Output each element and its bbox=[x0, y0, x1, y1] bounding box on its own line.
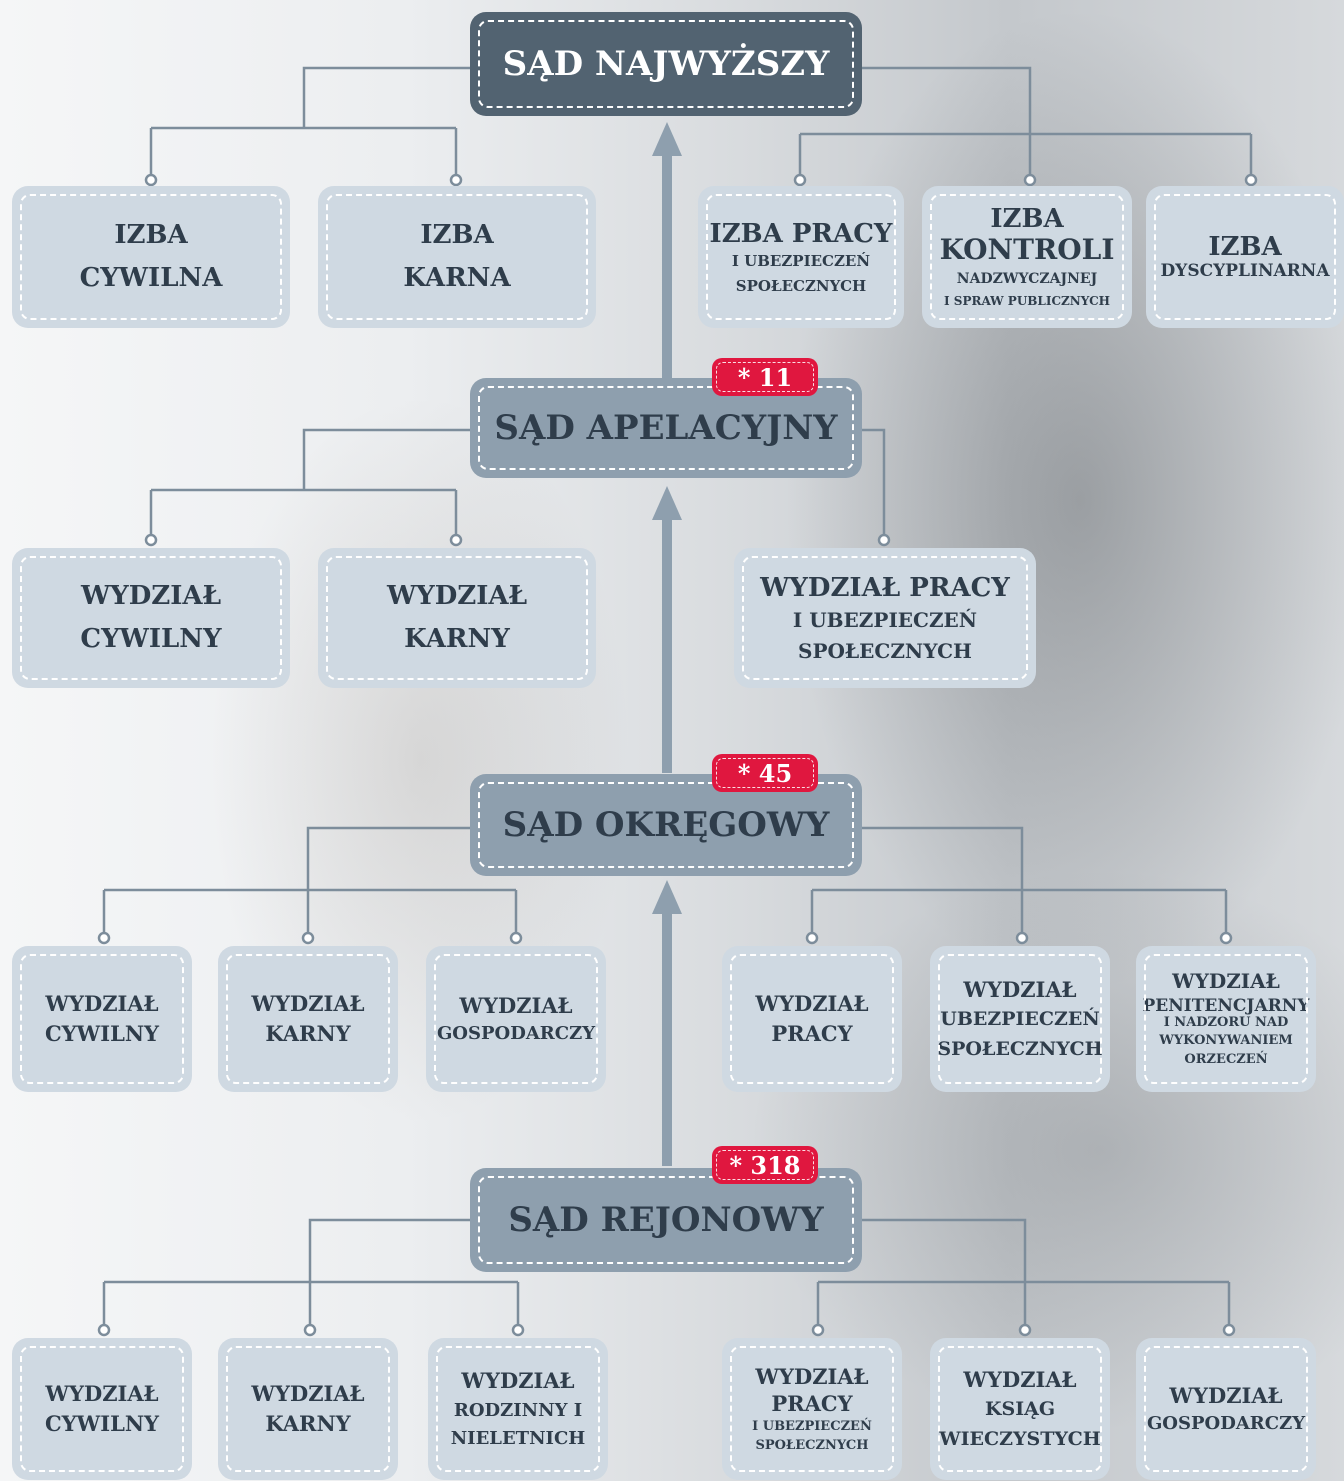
supreme-chamber-control: IZBA KONTROLI NADZWYCZAJNEJ I SPRAW PUBL… bbox=[922, 186, 1132, 328]
supreme-chamber-disciplinary: IZBA DYSCYPLINARNA bbox=[1146, 186, 1344, 328]
appeal-dept-labour: WYDZIAŁ PRACY I UBEZPIECZEŃ SPOŁECZNYCH bbox=[734, 548, 1036, 688]
district-dept-labour: WYDZIAŁ PRACY bbox=[722, 946, 902, 1092]
district-dept-social-insurance: WYDZIAŁ UBEZPIECZEŃ SPOŁECZNYCH bbox=[930, 946, 1110, 1092]
regional-court-box: SĄD REJONOWY bbox=[470, 1168, 862, 1272]
district-dept-commercial: WYDZIAŁ GOSPODARCZY bbox=[426, 946, 606, 1092]
regional-dept-labour: WYDZIAŁ PRACY I UBEZPIECZEŃ SPOŁECZNYCH bbox=[722, 1338, 902, 1480]
regional-court-title: SĄD REJONOWY bbox=[508, 1199, 824, 1240]
regional-dept-land-register: WYDZIAŁ KSIĄG WIECZYSTYCH bbox=[930, 1338, 1110, 1480]
regional-dept-civil: WYDZIAŁ CYWILNY bbox=[12, 1338, 192, 1480]
appeal-court-title: SĄD APELACYJNY bbox=[494, 407, 838, 448]
district-dept-criminal: WYDZIAŁ KARNY bbox=[218, 946, 398, 1092]
district-dept-penitentiary: WYDZIAŁ PENITENCJARNY I NADZORU NAD WYKO… bbox=[1136, 946, 1316, 1092]
appeal-court-box: SĄD APELACYJNY bbox=[470, 378, 862, 478]
supreme-court-box: SĄD NAJWYŻSZY bbox=[470, 12, 862, 116]
district-court-title: SĄD OKRĘGOWY bbox=[502, 804, 830, 845]
supreme-chamber-civil: IZBA CYWILNA bbox=[12, 186, 290, 328]
supreme-court-title: SĄD NAJWYŻSZY bbox=[502, 43, 830, 84]
district-dept-civil: WYDZIAŁ CYWILNY bbox=[12, 946, 192, 1092]
regional-count-badge: * 318 bbox=[712, 1146, 818, 1184]
regional-dept-criminal: WYDZIAŁ KARNY bbox=[218, 1338, 398, 1480]
regional-dept-family: WYDZIAŁ RODZINNY I NIELETNICH bbox=[428, 1338, 608, 1480]
regional-dept-commercial: WYDZIAŁ GOSPODARCZY bbox=[1136, 1338, 1316, 1480]
appeal-count-badge: * 11 bbox=[712, 358, 818, 396]
appeal-dept-civil: WYDZIAŁ CYWILNY bbox=[12, 548, 290, 688]
appeal-dept-criminal: WYDZIAŁ KARNY bbox=[318, 548, 596, 688]
supreme-chamber-labour: IZBA PRACY I UBEZPIECZEŃ SPOŁECZNYCH bbox=[698, 186, 904, 328]
district-count-badge: * 45 bbox=[712, 754, 818, 792]
supreme-chamber-criminal: IZBA KARNA bbox=[318, 186, 596, 328]
